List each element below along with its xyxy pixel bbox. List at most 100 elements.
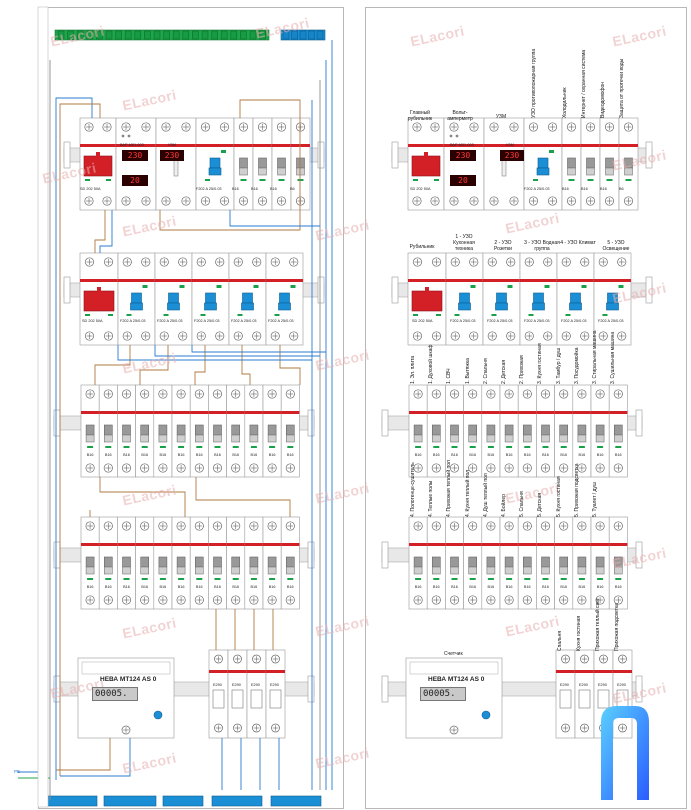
rcd-toggle <box>242 292 253 304</box>
red-stripe <box>518 411 537 414</box>
red-stripe <box>594 279 631 282</box>
status-indicator <box>123 578 130 580</box>
breaker-toggle <box>541 424 550 436</box>
breaker-toggle <box>140 556 149 568</box>
r2-label-uzo3: 3 - УЗО Водная группа <box>524 240 560 252</box>
r4-label-4: 4. Кухня теплый пол <box>464 469 471 517</box>
red-stripe <box>484 144 524 147</box>
r1-label-uzm: УЗМ <box>495 114 507 120</box>
status-indicator <box>578 578 585 580</box>
bottom-bus-bar <box>103 795 157 807</box>
breaker-rating: B16 <box>287 585 294 589</box>
r3-label-3: 1. СВЧ <box>446 368 453 384</box>
right-rcd-label: F202 A 25/0.03 <box>524 187 550 191</box>
r4-label-9: 5. Кухня гостиная <box>555 476 562 517</box>
breaker-rating: B16 <box>451 585 458 589</box>
r1-label-internet: Интернет / охранная система <box>581 49 587 118</box>
red-stripe <box>266 279 303 282</box>
breaker-rating: B16 <box>123 585 130 589</box>
breaker-toggle <box>522 424 532 436</box>
wire <box>99 210 113 253</box>
status-indicator <box>597 578 604 580</box>
wire <box>139 345 169 385</box>
rcd-toggle <box>131 292 142 304</box>
rcd-toggle <box>168 292 179 304</box>
status-indicator <box>237 314 243 316</box>
red-stripe <box>117 411 136 414</box>
breaker-rating: B16 <box>469 453 476 457</box>
red-stripe <box>263 411 282 414</box>
breaker-rating: B16 <box>524 453 531 457</box>
red-stripe <box>117 543 136 546</box>
main-switch-lever <box>83 290 115 312</box>
status-indicator <box>105 578 112 580</box>
red-stripe <box>591 411 610 414</box>
status-indicator <box>581 285 587 288</box>
breaker-toggle <box>158 424 168 436</box>
breaker-toggle <box>413 424 423 436</box>
status-indicator <box>163 314 169 316</box>
red-stripe <box>272 144 291 147</box>
red-stripe <box>409 543 428 546</box>
status-indicator <box>469 578 476 580</box>
red-stripe <box>520 279 557 282</box>
rcd-toggle <box>533 292 544 304</box>
r3-label-12: 3. Сушильная машина <box>610 331 617 384</box>
breaker-rating: B16 <box>488 453 495 457</box>
breaker-rating: B16 <box>469 585 476 589</box>
right-meter-reading: 00005. <box>420 687 466 701</box>
status-indicator <box>506 578 513 580</box>
status-indicator <box>196 578 203 580</box>
breaker-rating: B16 <box>524 585 531 589</box>
status-indicator <box>269 578 276 580</box>
breaker-rating: B16 <box>251 453 258 457</box>
red-stripe <box>226 543 245 546</box>
status-indicator <box>433 578 440 580</box>
status-indicator <box>434 179 439 181</box>
led <box>455 134 459 138</box>
breaker-toggle <box>541 556 550 568</box>
right-fuse-4: E290 <box>617 683 626 687</box>
status-indicator <box>85 314 90 316</box>
right-meter-caption: Счетчик <box>444 651 463 657</box>
left-uzm-label: УЗМ <box>168 143 176 147</box>
red-stripe <box>445 411 464 414</box>
corner-logo <box>601 706 649 800</box>
red-stripe <box>427 543 446 546</box>
right-fuse-2: E290 <box>579 683 588 687</box>
red-stripe <box>80 279 118 282</box>
red-stripe <box>409 411 428 414</box>
status-indicator <box>250 578 257 580</box>
wire <box>56 738 111 771</box>
status-indicator <box>597 446 604 448</box>
right-uzm-label: УЗМ <box>506 143 514 147</box>
breaker-toggle <box>122 424 131 436</box>
breaker-rating: B16 <box>141 453 148 457</box>
r1-label-voltmeter: Вольт-амперметр <box>447 110 473 122</box>
right-r2-rcd4: F202 A 25/0.03 <box>561 319 587 323</box>
red-stripe <box>192 279 229 282</box>
left-r2-rcd4: F202 A 25/0.03 <box>231 319 257 323</box>
left-voltage-display: 230 <box>122 150 148 161</box>
breaker-rating: B16 <box>488 585 495 589</box>
left-fuse-3: E290 <box>251 683 260 687</box>
red-stripe <box>581 144 600 147</box>
red-stripe <box>116 144 156 147</box>
breaker-toggle <box>296 157 305 169</box>
breaker-rating: B16 <box>415 453 422 457</box>
red-stripe <box>518 543 537 546</box>
r3-label-2: 1. Духовой шкаф <box>428 344 435 384</box>
breaker-toggle <box>486 424 496 436</box>
breaker-rating: B16 <box>232 453 239 457</box>
red-stripe <box>229 279 266 282</box>
status-indicator <box>141 446 148 448</box>
breaker-rating: B16 <box>105 453 112 457</box>
r5-label-4: Прихожая подсветка <box>614 603 620 651</box>
red-stripe <box>234 144 253 147</box>
red-stripe <box>591 543 610 546</box>
right-b4: B6 <box>619 187 624 191</box>
breaker-rating: B16 <box>232 585 239 589</box>
breaker-toggle <box>213 424 222 436</box>
red-stripe <box>263 543 282 546</box>
status-indicator <box>560 446 567 448</box>
